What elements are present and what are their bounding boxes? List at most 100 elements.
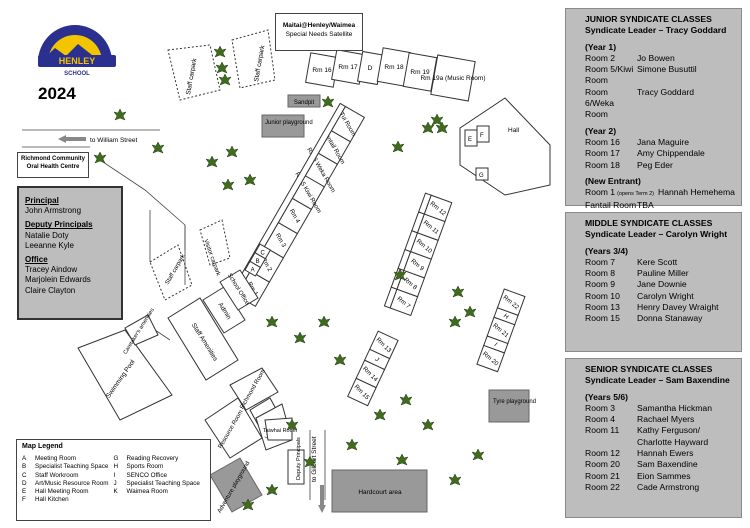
syndicate-leader: Syndicate Leader – Carolyn Wright <box>585 229 728 240</box>
abc-box <box>254 243 272 260</box>
william-street-arrow: to William Street <box>58 135 138 144</box>
tree-icon <box>213 45 227 58</box>
legend-key: C <box>22 471 27 479</box>
legend-value: Waimea Room <box>126 488 168 496</box>
teacher-name: Amy Chippendale <box>637 148 705 159</box>
syndicate-title: SENIOR SYNDICATE CLASSES <box>585 364 713 374</box>
legend-key: H <box>113 463 119 471</box>
middle-corridor <box>418 192 432 215</box>
teacher-name: TBA <box>637 200 654 211</box>
legend-value: Meeting Room <box>35 455 76 463</box>
deputy-name: Leeanne Kyle <box>25 240 74 250</box>
tree-icon <box>435 121 449 134</box>
tree-icon <box>243 173 257 186</box>
teacher-name: Simone Busuttil <box>637 64 697 75</box>
teacher-name: Rachael Myers <box>637 414 695 425</box>
room-name: Room 21 <box>585 470 620 481</box>
legend-item: A Meeting Room <box>22 455 114 463</box>
teacher-name: Carolyn Wright <box>637 290 694 301</box>
class-row: Room 1(opens Term 2)Hannah Hemehema <box>585 187 735 200</box>
room-name: Room 1 <box>585 187 616 198</box>
legend-item: J Specialist Teaching Space <box>114 480 206 488</box>
legend-key: G <box>113 455 119 463</box>
principal-name: John Armstrong <box>25 206 82 216</box>
staff-box: Principal John Armstrong Deputy Principa… <box>17 186 123 320</box>
tree-icon <box>430 113 444 126</box>
room-name: Room 11 <box>585 425 620 436</box>
room-name: Room 5/Kiwi Room <box>585 64 634 86</box>
right-room-label: I <box>493 342 499 349</box>
maitai-satellite: Maitai@Henley/Waimea Special Needs Satel… <box>275 13 363 51</box>
library-area: Resource Room Richmond Room K Library Ta… <box>204 367 298 459</box>
tree-icon <box>225 145 239 158</box>
room-name: Room 18 <box>585 159 620 170</box>
tree-icon <box>393 268 407 281</box>
room-name: Room 12 <box>585 448 620 459</box>
tree-icon <box>399 393 413 406</box>
oral-line2: Oral Health Centre <box>26 163 80 170</box>
logo-name: HENLEY <box>59 56 96 66</box>
tree-icon <box>205 155 219 168</box>
room-name: Room 9 <box>585 279 616 290</box>
legend-key: J <box>113 479 117 487</box>
legend-key: F <box>22 496 26 504</box>
room-name: Room 17 <box>585 148 620 159</box>
year-group-heading: (Year 1) <box>585 41 617 52</box>
principal-heading: Principal <box>25 196 59 205</box>
syndicate-title: JUNIOR SYNDICATE CLASSES <box>585 14 712 24</box>
legend-value: Specialist Teaching Space <box>35 463 109 471</box>
tree-icon <box>333 353 347 366</box>
top-room-label: Rm 19a (Music Room) <box>420 75 485 82</box>
syndicate-leader: Syndicate Leader – Sam Baxendine <box>585 375 730 386</box>
senior-room-box <box>369 330 399 360</box>
teacher-name: Eion Sammes <box>637 470 691 481</box>
junior-playground-label: Junior playground <box>265 120 313 126</box>
top-room-label: Rm 17 <box>338 64 358 71</box>
room-name: Room 7 <box>585 256 616 267</box>
legend-value: Specialist Teaching Space <box>126 479 200 487</box>
deputy-principals-building-label: Deputy Principals <box>296 437 302 480</box>
teacher-name: Sam Baxendine <box>637 459 698 470</box>
legend-value: SENCO Office <box>126 471 167 479</box>
room-name: Fantail Room <box>585 200 637 211</box>
hall-letter-e: E <box>468 137 472 143</box>
oral-line1: Richmond Community <box>21 156 85 162</box>
legend-item: E Hall Meeting Room <box>22 488 114 496</box>
tree-icon <box>421 121 435 134</box>
office-name: Claire Clayton <box>25 285 76 295</box>
tree-icon <box>451 285 465 298</box>
legend-key: E <box>22 488 27 496</box>
tree-icon <box>285 418 299 431</box>
legend-item: G Reading Recovery <box>114 455 206 463</box>
hardcourt-label: Hardcourt area <box>358 489 402 496</box>
staff-carpark-label-3: Staff carpark <box>165 253 188 286</box>
legend-key: A <box>22 455 27 463</box>
lower-carparks: Staff carpark Visitor carpark <box>149 219 231 301</box>
legend-key: I <box>113 471 116 479</box>
room-name: Room 8 <box>585 268 616 279</box>
teacher-name: Hannah Ewers <box>637 448 694 459</box>
legend-value: Reading Recovery <box>126 455 179 463</box>
tree-icon <box>448 315 462 328</box>
teacher-name: Jane Downie <box>637 279 687 290</box>
abc-label: A <box>251 268 255 274</box>
tyre-playground-label: Tyre playground <box>493 399 536 405</box>
tree-icon <box>317 315 331 328</box>
class-row: Room 9 Jane Downie <box>585 279 735 290</box>
legend-value: Hall Meeting Room <box>35 488 89 496</box>
legend-value: Sports Room <box>126 463 164 471</box>
